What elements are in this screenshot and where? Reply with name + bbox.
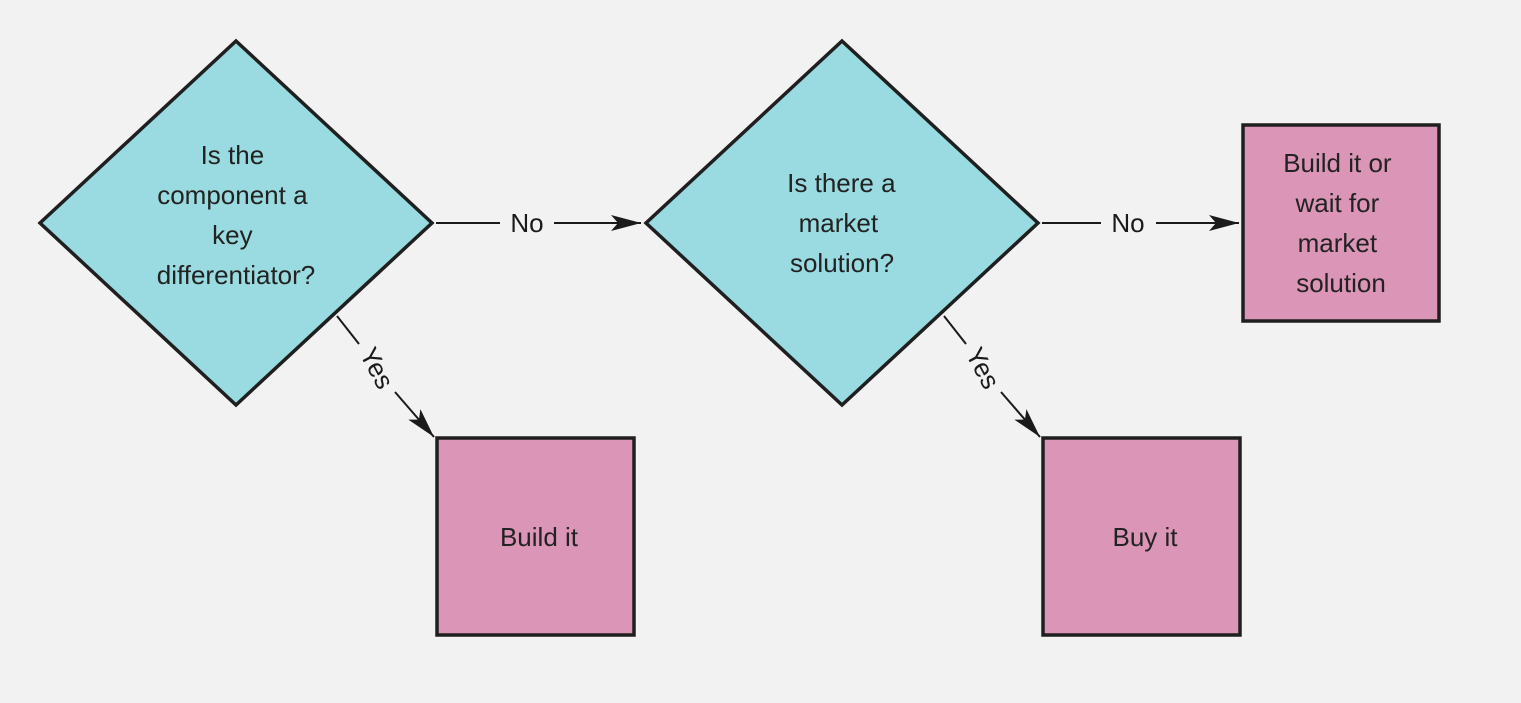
edge-label-yes: Yes — [960, 342, 1006, 394]
outcome-label: Build it or wait for market solution — [1283, 148, 1399, 298]
edge-label-yes: Yes — [354, 342, 400, 394]
edge-d1-yes: Yes — [336, 315, 435, 438]
decision-diamond-shape — [37, 38, 435, 408]
decision-label: Is the component a key differentiator? — [157, 140, 316, 290]
decision-node-market-solution[interactable]: Is there a market solution? — [643, 38, 1041, 408]
outcome-box-shape — [1241, 123, 1441, 323]
outcome-box-shape — [435, 436, 636, 637]
edge-d1-no: No — [436, 208, 641, 238]
edge-arrow — [394, 391, 435, 438]
outcome-label: Buy it — [1112, 522, 1178, 552]
outcome-box-shape — [1041, 436, 1242, 637]
edge-line-segment — [943, 315, 967, 345]
edge-d2-yes: Yes — [943, 315, 1041, 438]
edge-d2-no: No — [1042, 208, 1239, 238]
edge-label-no: No — [510, 208, 543, 238]
outcome-node-build-or-wait[interactable]: Build it or wait for market solution — [1241, 123, 1441, 323]
edge-arrow — [1000, 391, 1041, 438]
outcome-node-build-it[interactable]: Build it — [435, 436, 636, 637]
decision-node-key-differentiator[interactable]: Is the component a key differentiator? — [37, 38, 435, 408]
outcome-label: Build it — [500, 522, 579, 552]
edge-label-no: No — [1111, 208, 1144, 238]
decision-label: Is there a market solution? — [787, 168, 903, 278]
outcome-node-buy-it[interactable]: Buy it — [1041, 436, 1242, 637]
edge-line-segment — [336, 315, 360, 345]
decision-diamond-shape — [643, 38, 1041, 408]
